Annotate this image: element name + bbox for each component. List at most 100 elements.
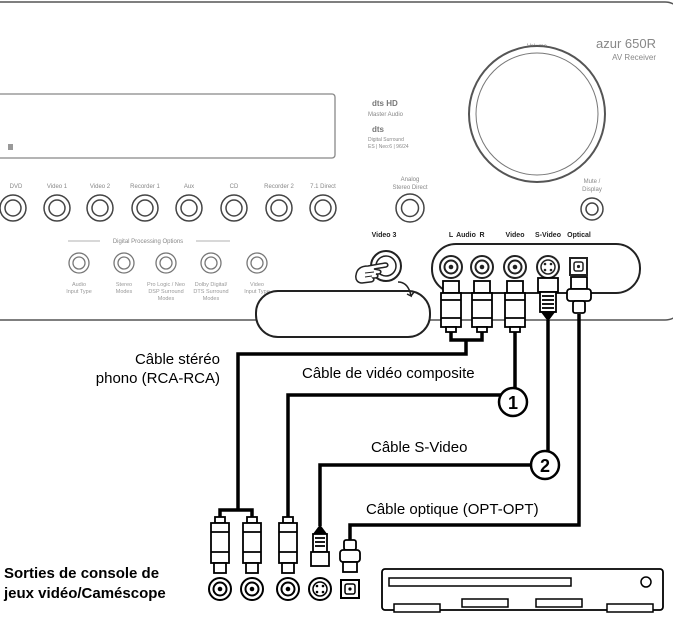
svg-text:2: 2	[540, 456, 550, 476]
game-console-device	[381, 568, 664, 613]
device-plug-audio-r	[242, 516, 262, 574]
dsp-button-audio-input-type[interactable]	[68, 252, 90, 274]
device-label-2: jeux vidéo/Caméscope	[3, 585, 166, 602]
device-plug-svideo	[310, 524, 330, 567]
source-button-video1[interactable]	[43, 194, 71, 222]
source-button-video2[interactable]	[86, 194, 114, 222]
device-plug-audio-l	[210, 516, 230, 574]
source-label-recorder2: Recorder 2	[264, 184, 294, 190]
device-plugs	[210, 516, 361, 574]
dsp-label-prologic-1: Pro Logic / Neo	[147, 282, 185, 288]
dsp-label-prologic-2: DSP Surround	[148, 289, 183, 295]
device-output-sockets	[208, 577, 360, 601]
device-socket-audio-l	[208, 577, 232, 601]
source-label-cd: CD	[230, 184, 239, 190]
svideo-cable	[318, 320, 550, 526]
front-panel-cover	[255, 290, 431, 338]
dsp-label-dolby-1: Dolby Digital/	[195, 282, 228, 288]
composite-cable-label: Câble de vidéo composite	[302, 365, 475, 382]
device-plug-optical	[339, 539, 361, 573]
audio-r-label: R	[479, 232, 484, 239]
svideo-socket[interactable]	[536, 255, 560, 279]
brand-name: azur 650R	[596, 36, 656, 51]
stereo-cable	[218, 330, 484, 518]
dsp-label-audio-2: Input Type	[66, 289, 92, 295]
source-label-video2: Video 2	[90, 184, 111, 190]
dsp-button-pro-logic[interactable]	[155, 252, 177, 274]
dsp-label-dolby-2: DTS Surround	[193, 289, 228, 295]
source-button-71direct[interactable]	[309, 194, 337, 222]
receiver-plugs	[440, 276, 592, 333]
analog-label-1: Analog	[401, 177, 420, 183]
marker-1: 1	[497, 386, 529, 418]
plug-svideo	[537, 277, 559, 322]
plug-audio-l	[440, 280, 462, 333]
svideo-cable-label: Câble S-Video	[371, 439, 467, 456]
pointing-hand-icon	[355, 262, 389, 284]
dts-digital-modes: ES | Neo:6 | 96/24	[368, 144, 409, 150]
device-plug-video	[278, 516, 298, 574]
audio-label: Audio	[456, 232, 476, 239]
dsp-button-dolby-dts[interactable]	[200, 252, 222, 274]
device-socket-optical	[340, 579, 360, 599]
stereo-cable-label-2: phono (RCA-RCA)	[96, 370, 220, 387]
source-button-recorder2[interactable]	[265, 194, 293, 222]
source-button-recorder1[interactable]	[131, 194, 159, 222]
optical-socket[interactable]	[569, 257, 588, 276]
source-label-aux: Aux	[184, 184, 194, 190]
dsp-button-video-input-type[interactable]	[246, 252, 268, 274]
device-label-1: Sorties de console de	[4, 565, 159, 582]
dsp-options-title: Digital Processing Options	[113, 239, 183, 245]
source-button-cd[interactable]	[220, 194, 248, 222]
video-socket[interactable]	[503, 255, 527, 279]
mute-label-2: Display	[582, 187, 602, 193]
marker-2: 2	[529, 449, 561, 481]
display-window	[0, 93, 336, 159]
cables	[218, 314, 581, 540]
dsp-button-stereo-modes[interactable]	[113, 252, 135, 274]
dsp-label-stereo-1: Stereo	[116, 282, 132, 288]
device-socket-svideo	[308, 577, 332, 601]
device-socket-video	[276, 577, 300, 601]
video-label: Video	[506, 232, 525, 239]
dts-digital-text: Digital Surround	[368, 137, 404, 143]
audio-l-socket[interactable]	[439, 255, 463, 279]
dts-master-text: Master Audio	[368, 112, 404, 118]
stereo-cable-label-1: Câble stéréo	[135, 351, 220, 368]
dts-master-logo: dts HD	[372, 99, 398, 108]
optical-cable-label: Câble optique (OPT-OPT)	[366, 501, 539, 518]
front-input-panel: Video 3 L Audio R Video S-Video Optical	[355, 232, 641, 294]
svideo-label: S-Video	[535, 232, 561, 239]
plug-video	[504, 280, 526, 333]
dts-digital-logo: dts	[372, 125, 385, 134]
receiver-front-panel: dts HD Master Audio dts Digital Surround…	[0, 1, 673, 338]
analog-label-2: Stereo Direct	[392, 185, 427, 191]
dsp-label-prologic-3: Modes	[158, 296, 175, 302]
source-label-71direct: 7.1 Direct	[310, 184, 336, 190]
audio-l-label: L	[449, 232, 454, 239]
mute-display-button[interactable]	[580, 197, 604, 221]
dsp-label-dolby-3: Modes	[203, 296, 220, 302]
optical-label: Optical	[567, 232, 591, 239]
dsp-label-stereo-2: Modes	[116, 289, 133, 295]
dsp-label-audio-1: Audio	[72, 282, 86, 288]
dsp-label-video-2: Input Type	[244, 289, 270, 295]
mute-label-1: Mute /	[584, 179, 601, 185]
svg-text:1: 1	[508, 393, 518, 413]
device-socket-audio-r	[240, 577, 264, 601]
audio-r-socket[interactable]	[470, 255, 494, 279]
video3-label: Video 3	[372, 232, 397, 239]
source-button-aux[interactable]	[175, 194, 203, 222]
source-label-dvd: DVD	[10, 184, 23, 190]
analog-stereo-direct-button[interactable]	[395, 193, 425, 223]
source-label-recorder1: Recorder 1	[130, 184, 160, 190]
plug-optical	[566, 276, 592, 314]
composite-cable	[286, 330, 517, 518]
dsp-label-video-1: Video	[250, 282, 264, 288]
source-label-video1: Video 1	[47, 184, 68, 190]
plug-audio-r	[471, 280, 493, 333]
source-button-dvd[interactable]	[0, 194, 27, 222]
brand-model: AV Receiver	[612, 53, 656, 62]
